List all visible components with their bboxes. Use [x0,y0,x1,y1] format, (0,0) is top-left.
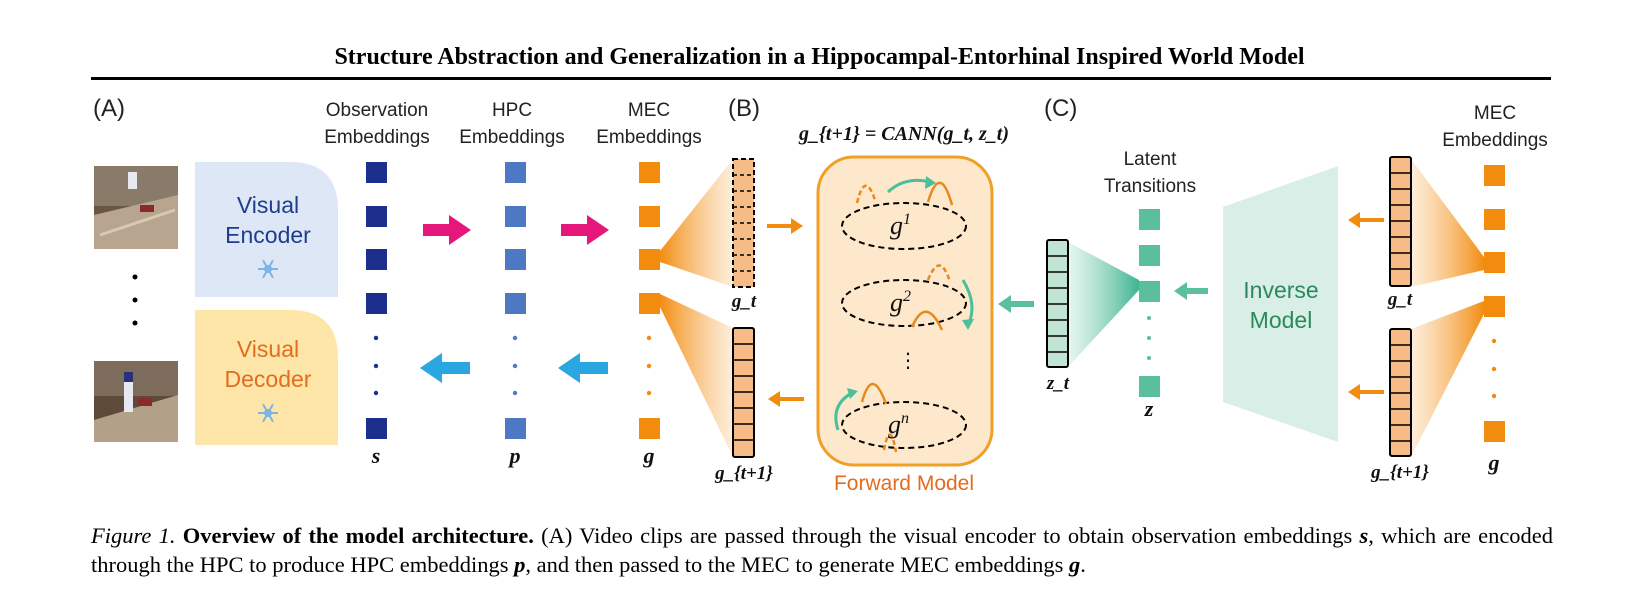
fan-c-gt [1411,159,1484,287]
latent-label-1: Latent [1124,149,1178,170]
latent-transitions [1139,209,1160,397]
mec-label-1: MEC [628,100,670,121]
zt-label: z_t [1046,373,1070,394]
inverse-label-2: Model [1250,307,1313,333]
caption-figure-label: Figure 1. [91,523,176,548]
ellipsis-dots [132,274,138,326]
g-label: g [643,443,655,468]
caption-line2-f: . [1080,552,1086,577]
fan-to-gt1 [660,294,733,457]
snowflake-icon [258,403,278,423]
g-letter: g [888,410,901,439]
observation-label-2: Embeddings [324,127,430,148]
fan-to-gt [660,159,733,287]
panel-a-label: (A) [93,95,125,122]
caption-line2-d: , and then passed to the MEC to generate… [525,552,1069,577]
caption-line2-b: , which are encoded through the HPC to p… [91,523,1554,577]
encode-arrow-1 [423,215,471,245]
gt-c-column [1389,156,1412,287]
cann-equation: g_{t+1} = CANN(g_t, z_t) [798,123,1009,145]
gt1-label: g_{t+1} [714,463,773,484]
fan-c-gt1 [1411,301,1484,457]
caption-var-p: p [514,552,526,577]
g-sup-1: 1 [903,211,911,228]
gt-c-label: g_t [1387,289,1413,310]
gt-to-forward-arrow [767,218,803,234]
forward-model-block: g1 g2 gn ⋮ Forward Model [816,155,994,495]
gt1-c-column [1389,328,1412,457]
g-label-c: g [1488,450,1500,475]
mec-embeddings [639,162,660,439]
decode-arrow-2 [558,353,608,383]
hpc-embeddings [505,162,526,439]
gt-column [732,158,755,288]
decoder-label-2: Decoder [225,366,312,392]
visual-decoder-block: Visual Decoder [195,310,338,445]
mec-c-embeddings [1484,165,1505,442]
svg-text:g2: g2 [890,288,911,317]
inverse-model-block: Inverse Model [1223,166,1338,442]
inverse-label-1: Inverse [1243,277,1318,303]
p-label: p [508,443,521,468]
panel-b-label: (B) [728,95,760,122]
zt-column [1046,239,1069,368]
visual-encoder-block: Visual Encoder [195,162,338,297]
forward-to-gt1-arrow [768,391,804,407]
gt1-c-to-inverse-arrow [1348,384,1384,400]
g-letter: g [890,288,903,317]
snowflake-icon [258,259,278,279]
vertical-ellipsis: ⋮ [898,350,918,372]
svg-text:gn: gn [888,410,909,439]
observation-label-1: Observation [326,100,428,121]
encoder-label-2: Encoder [225,222,311,248]
g-sup-2: 2 [903,288,911,305]
forward-model-label: Forward Model [834,472,974,495]
gt-label: g_t [731,291,757,312]
fan-z-to-zt [1068,242,1139,367]
svg-text:g1: g1 [890,211,911,240]
latent-label-2: Transitions [1104,176,1196,197]
video-frame-top [94,166,178,249]
encoder-label-1: Visual [237,192,299,218]
g-letter: g [890,211,903,240]
mec-c-label-1: MEC [1474,103,1516,124]
mec-c-label-2: Embeddings [1442,130,1548,151]
paper-title: Structure Abstraction and Generalization… [334,44,1305,70]
hpc-label-1: HPC [492,100,532,121]
panel-c-label: (C) [1044,95,1077,122]
hpc-label-2: Embeddings [459,127,565,148]
title-rule [91,77,1551,80]
caption-heading: Overview of the model architecture. [182,523,534,548]
decoder-label-1: Visual [237,336,299,362]
observation-embeddings [366,162,387,439]
g-sup-n: n [901,410,909,427]
zt-to-forward-arrow [998,295,1034,313]
video-frame-bottom [94,361,178,442]
s-label: s [371,443,381,468]
encode-arrow-2 [561,215,609,245]
gt-c-to-inverse-arrow [1348,212,1384,228]
caption-line1: (A) Video clips are passed through the v… [541,523,1353,548]
caption-var-g: g [1069,552,1081,577]
mec-label-2: Embeddings [596,127,702,148]
inverse-to-latent-arrow [1174,282,1208,300]
decode-arrow-1 [420,353,470,383]
caption-var-s: s [1359,523,1369,548]
figure-caption: Figure 1. Overview of the model architec… [91,521,1553,579]
architecture-figure: (A) (B) (C) Observation Embeddings HPC E… [93,95,1548,495]
z-label: z [1144,396,1154,421]
gt1-c-label: g_{t+1} [1370,462,1429,483]
gt1-column [732,327,755,458]
